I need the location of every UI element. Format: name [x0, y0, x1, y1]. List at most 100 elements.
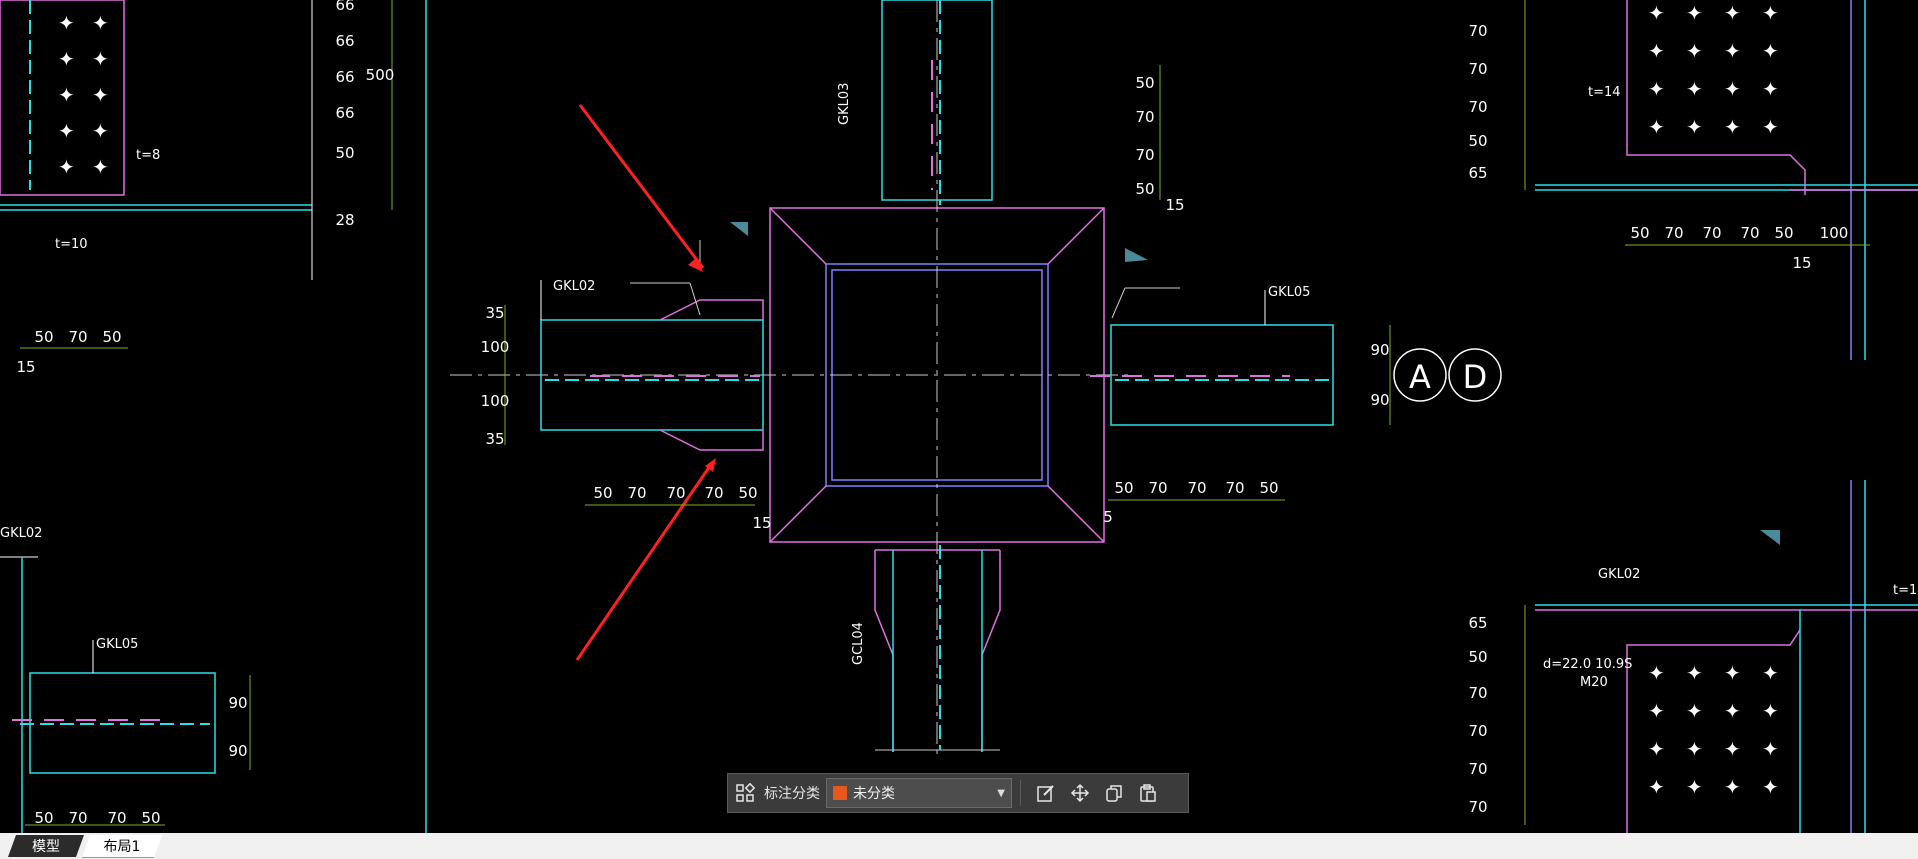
dim-left-h-15: 15 — [752, 514, 771, 532]
svg-text:✦: ✦ — [1648, 1, 1665, 25]
svg-text:✦: ✦ — [1686, 661, 1703, 685]
svg-text:✦: ✦ — [1686, 115, 1703, 139]
svg-text:✦: ✦ — [1648, 115, 1665, 139]
dim-rt-h-3: 70 — [1740, 224, 1759, 242]
dim-right-h-0: 50 — [1114, 479, 1133, 497]
beam-top-gkl03 — [881, 0, 993, 205]
dim-top-v-1: 70 — [1135, 108, 1154, 126]
svg-text:✦: ✦ — [1686, 737, 1703, 761]
detail-far-left-top: ✦✦ ✦✦ ✦✦ ✦✦ ✦✦ — [0, 0, 313, 280]
dim-top-v-15: 15 — [1165, 196, 1184, 214]
svg-text:✦: ✦ — [1724, 775, 1741, 799]
dim-flt-v-3: 66 — [335, 104, 354, 122]
detail-right-top: ✦✦✦✦ ✦✦✦✦ ✦✦✦✦ ✦✦✦✦ — [1535, 0, 1918, 195]
dim-flt-v-2: 66 — [335, 68, 354, 86]
beam-left-gkl02 — [540, 280, 764, 451]
dim-rt-h-2: 70 — [1702, 224, 1721, 242]
dim-flb-h-1: 70 — [68, 809, 87, 827]
svg-text:✦: ✦ — [1686, 77, 1703, 101]
copy-icon[interactable] — [1097, 776, 1131, 810]
paste-icon[interactable] — [1131, 776, 1165, 810]
svg-text:✦: ✦ — [1762, 737, 1779, 761]
svg-text:✦: ✦ — [1686, 39, 1703, 63]
label-bolt-spec: d=22.0 10.9S — [1543, 657, 1632, 672]
dim-top-v-2: 70 — [1135, 146, 1154, 164]
svg-text:✦: ✦ — [1648, 661, 1665, 685]
svg-text:✦: ✦ — [58, 11, 75, 35]
svg-text:✦: ✦ — [1762, 661, 1779, 685]
label-gkl03: GKL03 — [837, 83, 852, 125]
weld-flag-right — [1111, 248, 1180, 319]
dim-left-v-0: 35 — [485, 304, 504, 322]
label-bolt-m20: M20 — [1580, 675, 1608, 690]
chevron-down-icon: ▼ — [997, 787, 1005, 799]
dim-flb-v-1: 90 — [228, 742, 247, 760]
dim-left-h-1: 70 — [627, 484, 646, 502]
category-color-swatch — [833, 786, 847, 800]
svg-text:✦: ✦ — [1724, 1, 1741, 25]
move-icon[interactable] — [1063, 776, 1097, 810]
red-arrow-lower — [575, 462, 714, 661]
cad-drawing-canvas[interactable]: A D 50 70 70 70 50 15 35 100 100 35 50 7… — [0, 0, 1918, 833]
dim-right-v-1: 90 — [1370, 391, 1389, 409]
label-t14-bottom: t=14 — [1893, 583, 1918, 598]
beam-bottom-gcl04 — [874, 545, 1001, 752]
dim-rt-v-1: 70 — [1468, 60, 1487, 78]
svg-text:✦: ✦ — [1762, 115, 1779, 139]
dim-rt-v-0: 70 — [1468, 22, 1487, 40]
svg-text:✦: ✦ — [1724, 115, 1741, 139]
label-gkl02-right-bottom: GKL02 — [1598, 567, 1640, 582]
dim-rt-h-5: 100 — [1820, 224, 1849, 242]
svg-text:✦: ✦ — [58, 83, 75, 107]
label-gkl02: GKL02 — [553, 279, 595, 294]
label-gcl04: GCL04 — [851, 622, 866, 665]
svg-text:✦: ✦ — [1648, 737, 1665, 761]
beam-right-gkl05 — [1090, 290, 1334, 426]
svg-text:✦: ✦ — [1724, 737, 1741, 761]
dim-flb-h-3: 50 — [141, 809, 160, 827]
svg-text:✦: ✦ — [92, 83, 109, 107]
svg-text:✦: ✦ — [1762, 775, 1779, 799]
dim-flt-v-5: 28 — [335, 211, 354, 229]
axis-label-d: D — [1463, 358, 1488, 396]
dim-flb-v-0: 90 — [228, 694, 247, 712]
toolbar-divider — [1020, 780, 1021, 806]
annotation-category-select[interactable]: 未分类 ▼ — [826, 778, 1012, 808]
dim-left-v-3: 35 — [485, 430, 504, 448]
svg-text:✦: ✦ — [1762, 1, 1779, 25]
dim-right-h-1: 70 — [1148, 479, 1167, 497]
svg-text:✦: ✦ — [92, 119, 109, 143]
layout-tab-bar: 模型 布局1 — [0, 833, 1918, 859]
dim-left-v-2: 100 — [481, 392, 510, 410]
axis-label-a: A — [1409, 358, 1431, 396]
svg-text:✦: ✦ — [1724, 77, 1741, 101]
svg-text:✦: ✦ — [58, 47, 75, 71]
dim-flt-h-15: 15 — [16, 358, 35, 376]
dim-rb-v-0: 65 — [1468, 614, 1487, 632]
dim-right-h-2: 70 — [1187, 479, 1206, 497]
edit-icon[interactable] — [1029, 776, 1063, 810]
svg-text:✦: ✦ — [1686, 775, 1703, 799]
svg-text:✦: ✦ — [1724, 661, 1741, 685]
dim-rt-h-1: 70 — [1664, 224, 1683, 242]
dim-rb-v-2: 70 — [1468, 684, 1487, 702]
tab-layout1[interactable]: 布局1 — [82, 835, 162, 858]
dim-flt-v-0: 66 — [335, 0, 354, 14]
category-select-value: 未分类 — [853, 786, 895, 802]
dim-left-v-1: 100 — [481, 338, 510, 356]
annotation-toolbar: 标注分类 未分类 ▼ — [727, 773, 1189, 813]
dim-flt-v-4: 50 — [335, 144, 354, 162]
dim-left-h-3: 70 — [704, 484, 723, 502]
label-t10: t=10 — [55, 237, 88, 252]
label-t14-top: t=14 — [1588, 85, 1621, 100]
detail-right-bottom: ✦✦✦✦ ✦✦✦✦ ✦✦✦✦ ✦✦✦✦ — [1535, 530, 1918, 833]
svg-text:✦: ✦ — [1762, 77, 1779, 101]
tab-model[interactable]: 模型 — [8, 835, 84, 857]
dim-left-h-4: 50 — [738, 484, 757, 502]
dim-rt-v-2: 70 — [1468, 98, 1487, 116]
label-gkl05-far-left: GKL05 — [96, 637, 138, 652]
dim-left-h-0: 50 — [593, 484, 612, 502]
dim-flb-h-0: 50 — [34, 809, 53, 827]
grid-icon[interactable] — [728, 776, 762, 810]
svg-text:✦: ✦ — [1762, 699, 1779, 723]
